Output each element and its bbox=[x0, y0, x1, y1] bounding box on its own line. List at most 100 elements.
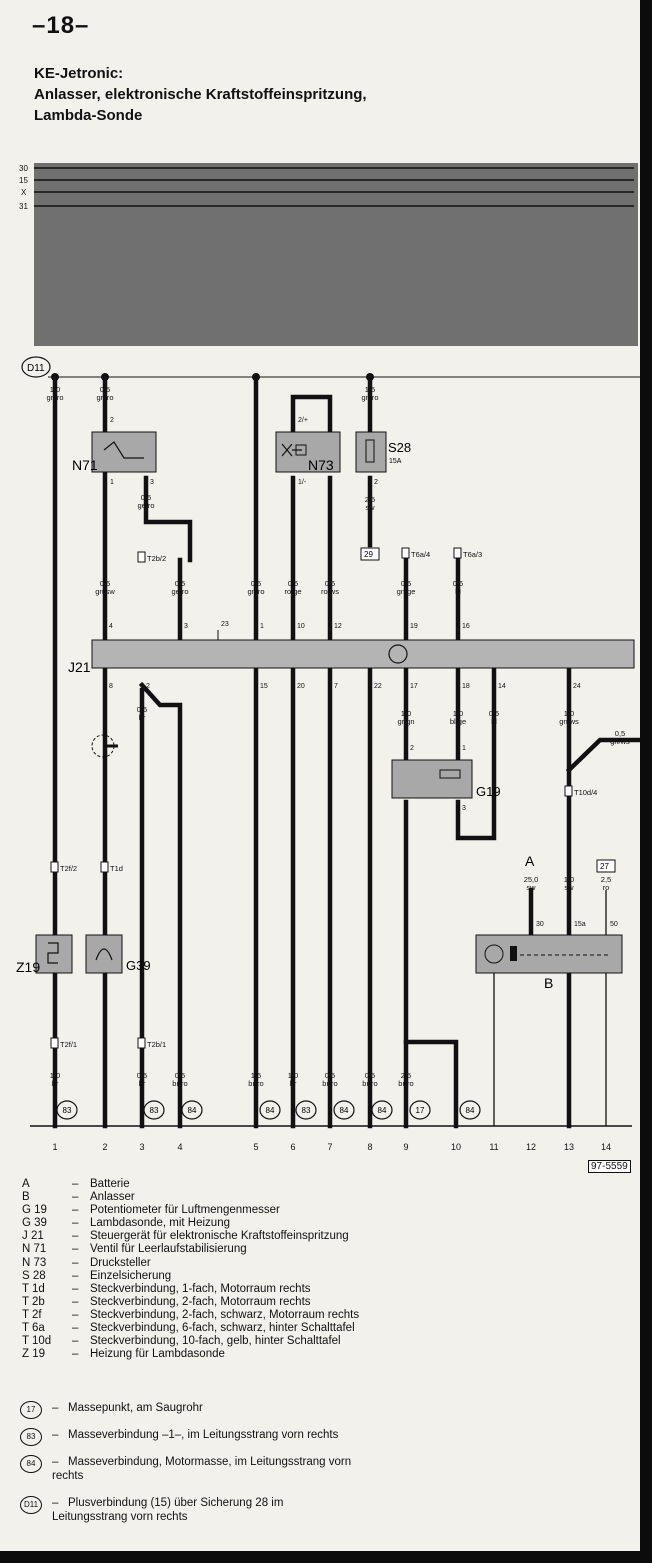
legend-row: T 10d–Steckverbindung, 10-fach, gelb, hi… bbox=[22, 1335, 341, 1348]
valve-icon bbox=[103, 441, 144, 459]
ground-ref-circle bbox=[259, 1100, 281, 1120]
legend-code: A bbox=[22, 1178, 30, 1190]
pin-number: 3 bbox=[462, 805, 466, 812]
wire-gauge-label: 0,5 bbox=[175, 579, 185, 588]
conn-t6a4: T6a/4 bbox=[411, 550, 430, 559]
ground-ref-label: 83 bbox=[63, 1106, 72, 1115]
pin-number: 17 bbox=[410, 683, 418, 690]
wire-n73-top bbox=[290, 394, 333, 433]
bus-label-31: 31 bbox=[19, 202, 28, 211]
ground-ref-label: 83 bbox=[150, 1106, 159, 1115]
ground-ref-label: 84 bbox=[340, 1106, 349, 1115]
wire-gauge-label: 1,0 bbox=[50, 1071, 60, 1080]
wire-color-label: gn/sw bbox=[95, 587, 115, 596]
wire-color-label: sw bbox=[564, 883, 574, 892]
pin-number: 19 bbox=[410, 623, 418, 630]
potentiometer-icon bbox=[439, 769, 461, 779]
wire-g19-return bbox=[455, 665, 497, 841]
ground-ref-label: 83 bbox=[302, 1106, 311, 1115]
g39-lambda-sensor bbox=[85, 934, 123, 974]
actuator-icon bbox=[281, 443, 302, 457]
pin-number: 1 bbox=[110, 479, 114, 486]
column-number: 6 bbox=[290, 1142, 295, 1152]
wire-color-label: gn/ro bbox=[361, 393, 378, 402]
wire-gauge-label: 0,5 bbox=[175, 1071, 185, 1080]
wire-gauge-label: 2,5 bbox=[401, 1071, 411, 1080]
conn-t2b2: T2b/2 bbox=[147, 554, 166, 563]
s28-rating: 15A bbox=[389, 458, 402, 465]
g19-label: G19 bbox=[476, 784, 501, 799]
diagram-title: KE-Jetronic: Anlasser, elektronische Kra… bbox=[34, 63, 367, 126]
z19-label: Z19 bbox=[16, 959, 40, 975]
wire-gauge-label: 0,5 bbox=[137, 1071, 147, 1080]
wire-color-label: br bbox=[290, 1079, 297, 1088]
wire-gauge-label: 0,5 bbox=[325, 579, 335, 588]
n71-label: N71 bbox=[72, 457, 98, 473]
conn-t2b1: T2b/1 bbox=[147, 1040, 166, 1049]
conn-t1d: T1d bbox=[110, 864, 123, 873]
ground-ref-label: 84 bbox=[466, 1106, 475, 1115]
legend-text: Einzelsicherung bbox=[90, 1269, 172, 1282]
pin-number: 3 bbox=[150, 479, 154, 486]
wire-color-label: bl bbox=[491, 717, 497, 726]
ground-ref-circle bbox=[295, 1100, 317, 1120]
wire-gauge-label: 1,0 bbox=[288, 1071, 298, 1080]
scan-edge-right bbox=[640, 0, 652, 1563]
wire-gauge-label: 1,0 bbox=[401, 709, 411, 718]
title-line-1: KE-Jetronic: bbox=[34, 65, 124, 82]
legend-code: N 71 bbox=[22, 1243, 47, 1256]
legend-row: S 28–Einzelsicherung bbox=[22, 1269, 172, 1282]
legend-text: Steckverbindung, 2-fach, Motorraum recht… bbox=[90, 1295, 311, 1308]
motor-icon bbox=[484, 944, 504, 964]
ground-ref-circle bbox=[333, 1100, 355, 1120]
wire-color-label: ge/ro bbox=[171, 587, 188, 596]
pin-number: 2 bbox=[110, 417, 114, 424]
legend-text: Anlasser bbox=[90, 1191, 135, 1204]
n73-label: N73 bbox=[308, 457, 334, 473]
legend-text: Steuergerät für elektronische Kraftstoff… bbox=[90, 1230, 349, 1243]
legend-text: Lambdasonde, mit Heizung bbox=[90, 1217, 230, 1230]
column-number: 4 bbox=[177, 1142, 182, 1152]
legend-code: J 21 bbox=[22, 1230, 44, 1243]
d11-circle bbox=[21, 356, 51, 378]
junction-dot bbox=[252, 373, 260, 381]
wire-color-label: bl/ge bbox=[450, 717, 466, 726]
ground-ref-circle bbox=[56, 1100, 78, 1120]
lambda-icon bbox=[95, 948, 113, 961]
column-number: 12 bbox=[526, 1142, 536, 1152]
wire-br-col4 bbox=[138, 681, 183, 1129]
column-number: 13 bbox=[564, 1142, 574, 1152]
legend-row: T 6a–Steckverbindung, 6-fach, schwarz, h… bbox=[22, 1322, 355, 1335]
legend-row: Z 19–Heizung für Lambdasonde bbox=[22, 1348, 225, 1361]
legend-row: A–Batterie bbox=[22, 1178, 130, 1190]
wire-gauge-label: 0,5 bbox=[100, 579, 110, 588]
legend-code: T 2f bbox=[22, 1308, 42, 1321]
b-starter bbox=[475, 934, 623, 974]
legend-text: Steckverbindung, 10-fach, gelb, hinter S… bbox=[90, 1335, 341, 1348]
bus-label-30: 30 bbox=[19, 164, 28, 173]
wire-color-label: br/ro bbox=[322, 1079, 337, 1088]
wire-color-label: gn/ws bbox=[610, 737, 630, 746]
wire-color-label: ro/ge bbox=[284, 587, 301, 596]
wire-gauge-label: 0,5 bbox=[141, 493, 151, 502]
junction-dot bbox=[51, 373, 59, 381]
column-number: 9 bbox=[403, 1142, 408, 1152]
legend-row: G 19–Potentiometer für Luftmengenmesser bbox=[22, 1204, 280, 1217]
j21-control-unit bbox=[91, 639, 635, 669]
column-number: 10 bbox=[451, 1142, 461, 1152]
pin-number: 1 bbox=[260, 623, 264, 630]
ground-legend-83: 83 – Masseverbindung –1–, im Leitungsstr… bbox=[20, 1428, 362, 1446]
legend-row: N 71–Ventil für Leerlaufstabilisierung bbox=[22, 1243, 247, 1256]
conn-t2f2: T2f/2 bbox=[60, 864, 77, 873]
legend-row: N 73–Drucksteller bbox=[22, 1256, 151, 1269]
relay-panel-band bbox=[34, 163, 638, 346]
legend-code: G 39 bbox=[22, 1217, 47, 1230]
b-label: B bbox=[544, 975, 553, 991]
wire-color-label: gn/ro bbox=[247, 587, 264, 596]
pin-number: 15 bbox=[260, 683, 268, 690]
legend-code: G 19 bbox=[22, 1204, 47, 1217]
ground-ref-label: 17 bbox=[416, 1106, 425, 1115]
wire-gauge-label: 0,5 bbox=[251, 579, 261, 588]
legend-row: B–Anlasser bbox=[22, 1191, 135, 1204]
